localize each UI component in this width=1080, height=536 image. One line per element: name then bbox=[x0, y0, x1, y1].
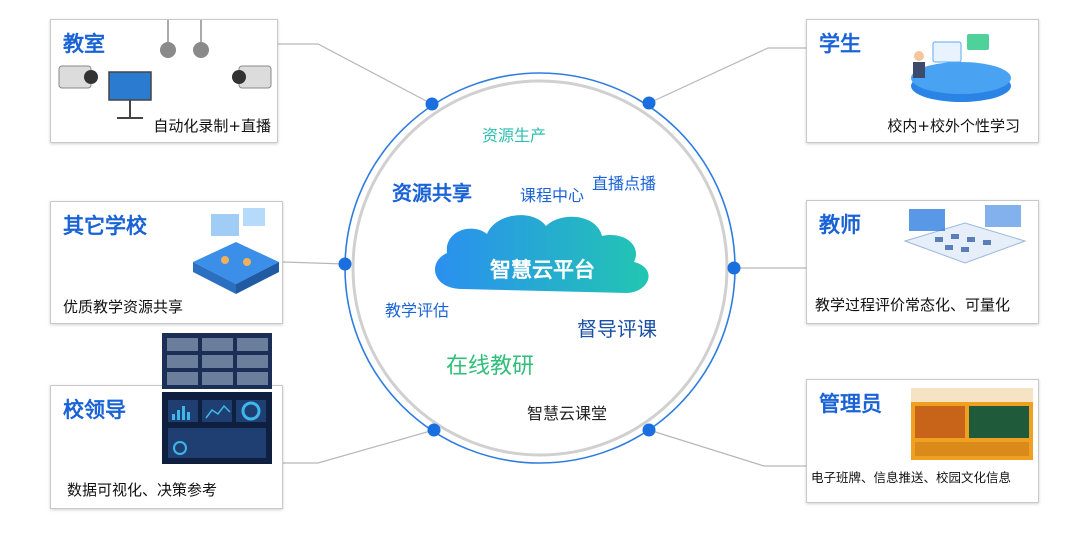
card-caption: 数据可视化、决策参考 bbox=[67, 481, 218, 499]
card-administrators: 管理员 电子班牌、信息推送、校园文化信息 bbox=[806, 379, 1039, 503]
data-dashboard-screen bbox=[162, 392, 272, 464]
card-caption: 自动化录制+直播 bbox=[153, 117, 271, 135]
card-students: 学生 校内+校外个性学习 bbox=[806, 19, 1039, 143]
card-caption: 教学过程评价常态化、可量化 bbox=[815, 296, 1011, 314]
hub-word-resource-production: 资源生产 bbox=[482, 126, 547, 145]
cloud-label: 智慧云平台 bbox=[490, 258, 595, 282]
card-teachers: 教师 教学过程评价常态化、可量化 bbox=[806, 200, 1039, 324]
hub-word-smart-classroom: 智慧云课堂 bbox=[527, 404, 608, 423]
hub-word-supervision-review: 督导评课 bbox=[577, 317, 657, 341]
classroom-equipment-illustration bbox=[58, 20, 272, 119]
node-dot-students bbox=[642, 96, 656, 110]
card-title: 其它学校 bbox=[63, 214, 147, 238]
card-caption: 校内+校外个性学习 bbox=[887, 117, 1020, 135]
card-title: 教室 bbox=[63, 32, 105, 56]
connector-classroom bbox=[277, 43, 433, 105]
card-other-schools: 其它学校 优质教学资源共享 bbox=[50, 201, 283, 324]
card-caption: 电子班牌、信息推送、校园文化信息 bbox=[811, 470, 1012, 485]
node-dot-other-schools bbox=[338, 257, 352, 271]
video-wall-screen bbox=[162, 333, 272, 389]
hub-word-course-center: 课程中心 bbox=[520, 186, 585, 205]
node-dot-administrators bbox=[642, 423, 656, 437]
cloud-shape bbox=[435, 215, 649, 293]
card-title: 教师 bbox=[819, 213, 861, 237]
card-caption: 优质教学资源共享 bbox=[63, 298, 184, 316]
card-classroom: 教室 自动化录制+直播 bbox=[50, 19, 278, 143]
connector-school-leaders bbox=[283, 429, 435, 464]
node-dot-school-leaders bbox=[427, 423, 441, 437]
hub-word-resource-sharing: 资源共享 bbox=[392, 181, 472, 205]
connector-students bbox=[648, 47, 806, 104]
node-dot-teachers bbox=[727, 261, 741, 275]
card-title: 学生 bbox=[819, 32, 861, 56]
connector-administrators bbox=[648, 429, 806, 467]
hub-word-live-vod: 直播点播 bbox=[592, 174, 657, 193]
hub-inner-ring bbox=[351, 79, 729, 457]
classroom-analytics-illustration bbox=[903, 205, 1027, 264]
connector-other-schools bbox=[282, 261, 346, 265]
student-learning-illustration bbox=[911, 34, 1011, 102]
hub-word-online-research: 在线教研 bbox=[446, 354, 535, 379]
card-title: 管理员 bbox=[819, 392, 882, 416]
smart-school-illustration bbox=[193, 208, 279, 294]
hub-word-teaching-evaluation: 教学评估 bbox=[385, 301, 450, 320]
card-title: 校领导 bbox=[63, 398, 126, 422]
node-dot-classroom bbox=[425, 97, 439, 111]
electronic-class-board-illustration bbox=[911, 388, 1033, 460]
